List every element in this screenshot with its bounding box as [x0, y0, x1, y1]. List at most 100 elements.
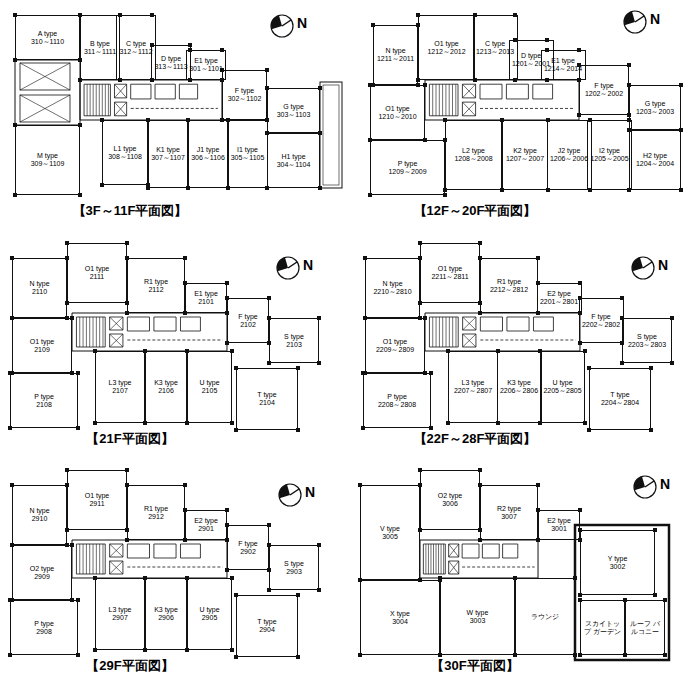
unit-room: H2 type1204～2004	[629, 130, 681, 190]
unit-type: B type	[90, 40, 110, 48]
unit-room: W type3003	[440, 578, 515, 655]
unit-room: ルーフ バルコニー	[625, 600, 665, 655]
room-numbers: 1207～2007	[506, 155, 544, 163]
room-numbers: 2101	[198, 298, 214, 306]
core	[425, 80, 579, 120]
room-numbers: 307～1107	[151, 154, 185, 162]
room-numbers: 2202～2802	[582, 321, 620, 329]
unit-room: L3 type2207～2807	[448, 351, 498, 423]
unit-room: U type2905	[187, 578, 232, 650]
unit-room: N type2110	[12, 258, 67, 318]
unit-type: K2 type	[513, 147, 537, 155]
roof-frame	[575, 525, 669, 660]
room-numbers: 1203～2003	[636, 108, 674, 116]
unit-type: X type	[390, 610, 410, 618]
unit-room: R2 type3007	[480, 485, 538, 540]
room-numbers: 3002	[610, 563, 626, 571]
room-numbers: 2211～2811	[431, 273, 468, 281]
unit-room: E2 type2901	[185, 510, 227, 540]
unit-room: D type313～1113	[151, 45, 191, 80]
unit-room: O2 type2909	[12, 545, 72, 600]
room-name: ルーフ バルコニー	[628, 620, 662, 635]
room-numbers: 3005	[382, 533, 398, 541]
room-numbers: 2908	[36, 628, 52, 636]
unit-room: N type1211～2011	[373, 25, 418, 85]
unit-type: P type	[387, 393, 407, 401]
unit-room: F type1202～2002	[579, 65, 629, 115]
north-arrow	[632, 257, 654, 279]
north-label: N	[650, 12, 660, 26]
column-mark	[653, 593, 657, 597]
unit-type: F type	[238, 313, 257, 321]
unit-type: L3 type	[109, 379, 132, 387]
column-mark	[317, 361, 321, 365]
unit-type: O1 type	[385, 105, 410, 113]
unit-type: N type	[385, 47, 405, 55]
column-mark	[118, 78, 122, 82]
unit-room: G type1203～2003	[629, 85, 681, 130]
column-mark	[663, 653, 667, 657]
column-group	[8, 13, 683, 659]
unit-room: V type3005	[360, 485, 420, 580]
unit-type: T type	[257, 391, 276, 399]
room-numbers: 1208～2008	[454, 155, 492, 163]
unit-room: O1 type2911	[67, 470, 127, 530]
unit-type: H2 type	[643, 152, 667, 160]
unit-room: B type311～1111	[80, 15, 120, 80]
void-cross	[20, 63, 70, 90]
unit-room: L1 type308～1108	[102, 120, 148, 185]
room-numbers: 3001	[551, 525, 567, 533]
unit-type: I2 type	[599, 147, 620, 155]
room-numbers: 302～1102	[228, 95, 262, 103]
unit-type: C type	[126, 40, 146, 48]
north-label: N	[660, 477, 670, 491]
unit-type: S type	[284, 560, 304, 568]
unit-room: F type2902	[227, 525, 269, 570]
floor-plan-panel: 【12F～20F平面図】N type1211～2011O1 type1212～2…	[345, 0, 690, 228]
room-numbers: 2911	[89, 500, 104, 508]
column-mark	[473, 78, 477, 82]
room-numbers: 309～1109	[31, 160, 65, 168]
room-numbers: 3004	[392, 618, 408, 626]
unit-room: O1 type1212～2012	[418, 15, 475, 80]
room-numbers: 303～1103	[277, 111, 311, 119]
column-mark	[443, 193, 447, 197]
unit-room: A type310～1110	[15, 15, 80, 60]
unit-room: E2 type2201～2801	[537, 283, 582, 313]
unit-room: R1 type2112	[127, 258, 185, 313]
unit-type: P type	[34, 620, 54, 628]
unit-type: F type	[594, 82, 613, 90]
unit-room: L3 type2907	[95, 578, 145, 650]
unit-type: O1 type	[85, 265, 110, 273]
unit-type: U type	[199, 379, 219, 387]
unit-room: F type2202～2802	[579, 298, 624, 343]
unit-type: F type	[238, 540, 257, 548]
floor-caption: 【21F平面図】	[0, 430, 260, 448]
unit-room: X type3004	[360, 580, 440, 655]
room-numbers: 1206～2006	[550, 155, 588, 163]
unit-type: M type	[37, 152, 58, 160]
room-numbers: 2109	[34, 346, 50, 354]
unit-type: O1 type	[85, 492, 110, 500]
unit-room: L2 type1208～2008	[445, 120, 502, 190]
room-numbers: 301～1101	[189, 65, 223, 73]
room-numbers: 2907	[112, 614, 128, 622]
unit-room: P type2108	[10, 373, 78, 428]
room-numbers: 2905	[202, 614, 218, 622]
column-mark	[545, 78, 549, 82]
column-mark	[583, 421, 587, 425]
column-mark	[513, 78, 517, 82]
north-arrow	[279, 484, 301, 506]
unit-type: L3 type	[462, 379, 485, 387]
column-mark	[76, 426, 80, 430]
unit-room: D type1201～2001	[509, 40, 554, 80]
column-mark	[429, 426, 433, 430]
unit-room: O1 type2111	[67, 243, 127, 303]
room-numbers: 2208～2808	[378, 401, 416, 409]
unit-room: U type2105	[187, 351, 232, 423]
room-numbers: 308～1108	[108, 153, 142, 161]
unit-room: R1 type2912	[127, 485, 185, 540]
north-arrow	[624, 11, 646, 33]
unit-room: S type2103	[269, 318, 319, 363]
